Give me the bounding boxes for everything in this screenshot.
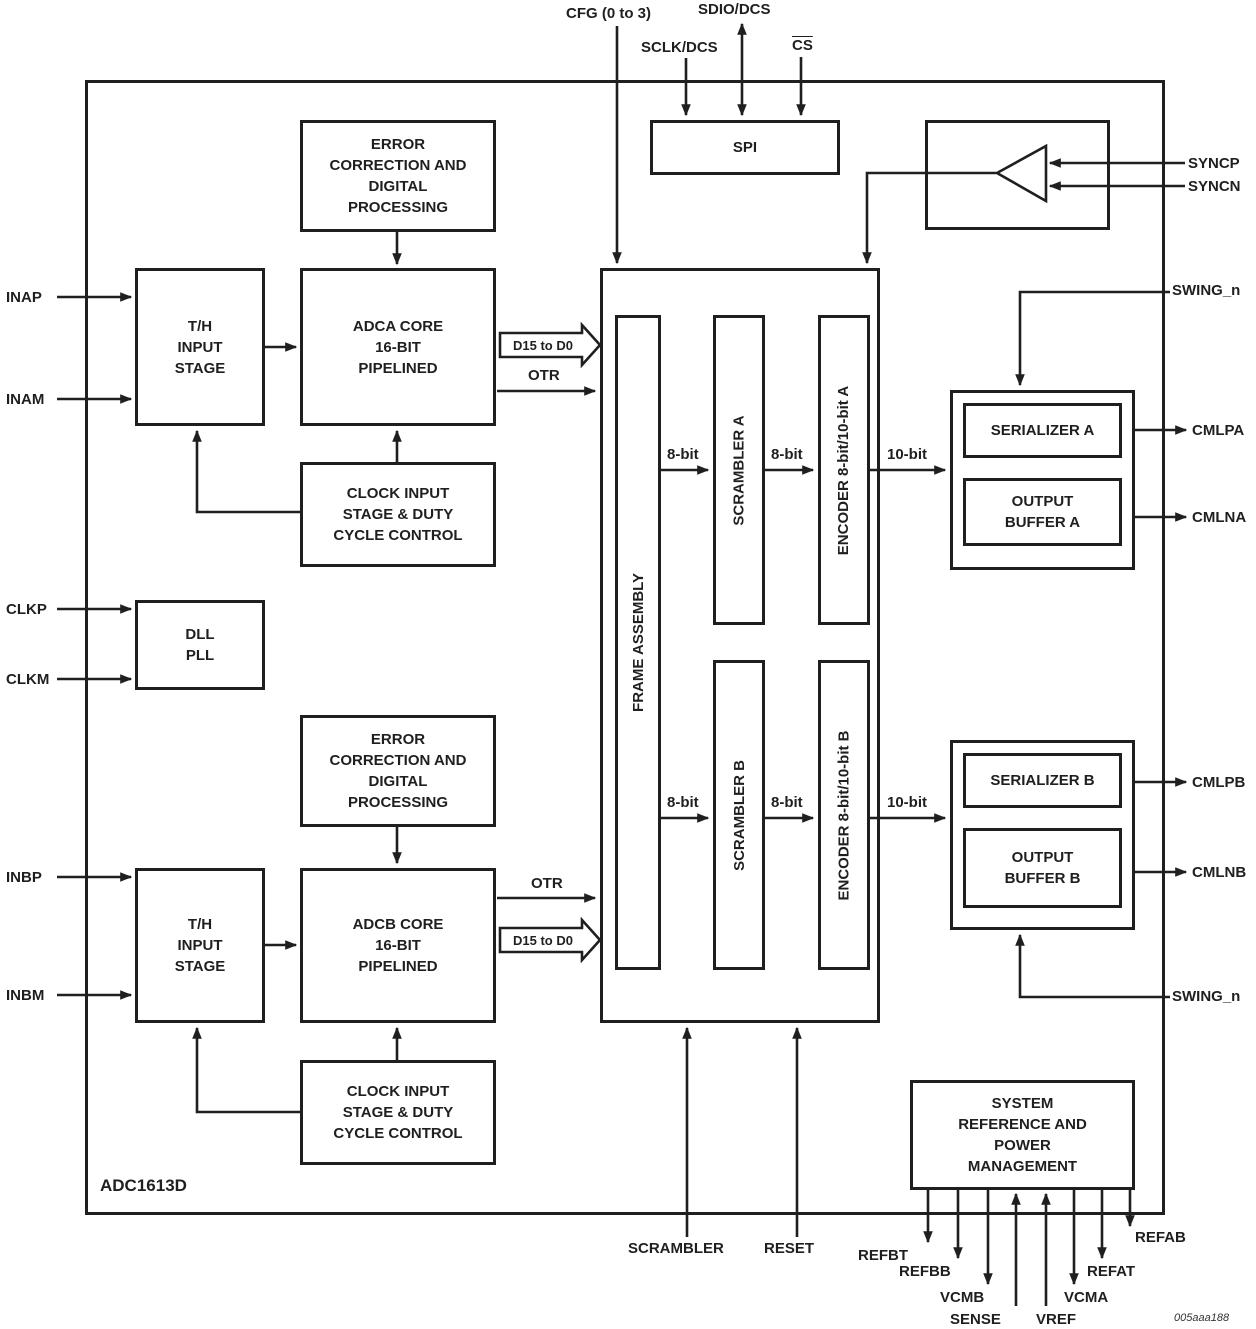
pin-label-cfg: CFG (0 to 3) xyxy=(566,5,651,22)
pin-label-inap: INAP xyxy=(6,289,42,306)
dll-pll-block: DLL PLL xyxy=(135,600,265,690)
bus-label-8bit-b2: 8-bit xyxy=(771,794,803,811)
pin-label-inam: INAM xyxy=(6,391,45,408)
chip-outline xyxy=(85,80,1165,1215)
bus-label-8bit-b1: 8-bit xyxy=(667,794,699,811)
th-input-stage-b-block: T/H INPUT STAGE xyxy=(135,868,265,1023)
scrambler-b-label: SCRAMBLER B xyxy=(730,759,748,871)
error-correction-b-block: ERROR CORRECTION AND DIGITAL PROCESSING xyxy=(300,715,496,827)
bus-label-d15-a: D15 to D0 xyxy=(513,338,573,353)
th-input-stage-a-block: T/H INPUT STAGE xyxy=(135,268,265,426)
pin-label-reset: RESET xyxy=(764,1240,815,1257)
bus-arrow-b xyxy=(498,916,602,964)
clock-input-a-block: CLOCK INPUT STAGE & DUTY CYCLE CONTROL xyxy=(300,462,496,567)
frame-assembly-block: FRAME ASSEMBLY xyxy=(615,315,661,970)
spi-block: SPI xyxy=(650,120,840,175)
bus-label-otr-a: OTR xyxy=(528,367,560,384)
encoder-a-block: ENCODER 8-bit/10-bit A xyxy=(818,315,870,625)
adca-core-block: ADCA CORE 16-BIT PIPELINED xyxy=(300,268,496,426)
sync-buffer-icon xyxy=(994,143,1048,204)
frame-assembly-outer-block xyxy=(600,268,880,1023)
pin-label-vref: VREF xyxy=(1036,1311,1077,1328)
serializer-b-outer-block xyxy=(950,740,1135,930)
pin-label-sdio-dcs: SDIO/DCS xyxy=(698,1,771,18)
frame-assembly-label: FRAME ASSEMBLY xyxy=(629,573,647,712)
pin-label-scrambler: SCRAMBLER xyxy=(628,1240,724,1257)
serializer-b-block: SERIALIZER B xyxy=(963,753,1122,808)
pin-label-syncp: SYNCP xyxy=(1188,155,1240,172)
output-buffer-a-block: OUTPUT BUFFER A xyxy=(963,478,1122,546)
pin-label-vcmb: VCMB xyxy=(940,1289,985,1306)
system-reference-block: SYSTEM REFERENCE AND POWER MANAGEMENT xyxy=(910,1080,1135,1190)
adcb-core-block: ADCB CORE 16-BIT PIPELINED xyxy=(300,868,496,1023)
pin-label-refbb: REFBB xyxy=(899,1263,951,1280)
pin-label-swing-b: SWING_n xyxy=(1172,988,1241,1005)
swing-wires xyxy=(1015,290,1170,999)
figure-watermark: 005aaa188 xyxy=(1174,1312,1230,1324)
error-correction-a-block: ERROR CORRECTION AND DIGITAL PROCESSING xyxy=(300,120,496,232)
clock-input-b-block: CLOCK INPUT STAGE & DUTY CYCLE CONTROL xyxy=(300,1060,496,1165)
pin-label-cmlna: CMLNA xyxy=(1192,509,1247,526)
chip-name-label: ADC1613D xyxy=(100,1176,187,1195)
pin-label-inbm: INBM xyxy=(6,987,45,1004)
pin-label-refbt: REFBT xyxy=(858,1247,908,1264)
scrambler-a-block: SCRAMBLER A xyxy=(713,315,765,625)
scrambler-a-label: SCRAMBLER A xyxy=(730,414,748,526)
bus-label-8bit-a2: 8-bit xyxy=(771,446,803,463)
bus-label-10bit-b: 10-bit xyxy=(887,794,928,811)
serializer-a-outer-block xyxy=(950,390,1135,570)
pin-label-refab: REFAB xyxy=(1135,1229,1186,1246)
pin-label-refat: REFAT xyxy=(1087,1263,1136,1280)
pin-label-cmlnb: CMLNB xyxy=(1192,864,1247,881)
cml-output-wires xyxy=(1135,425,1188,877)
sync-buffer-block xyxy=(925,120,1110,230)
bus-arrow-a xyxy=(498,321,602,369)
channel-b-wires xyxy=(192,827,602,1114)
cs-overline-text: CS xyxy=(792,37,813,54)
pin-label-clkp: CLKP xyxy=(6,601,47,618)
output-buffer-b-block: OUTPUT BUFFER B xyxy=(963,828,1122,908)
pin-label-syncn: SYNCN xyxy=(1188,178,1241,195)
bus-label-otr-b: OTR xyxy=(531,875,563,892)
encoder-b-block: ENCODER 8-bit/10-bit B xyxy=(818,660,870,970)
pin-label-sclk-dcs: SCLK/DCS xyxy=(641,39,718,56)
pin-label-inbp: INBP xyxy=(6,869,42,886)
pin-label-swing-a: SWING_n xyxy=(1172,282,1241,299)
channel-a-wires xyxy=(192,232,602,514)
pin-label-cmlpa: CMLPA xyxy=(1192,422,1245,439)
bus-label-8bit-a1: 8-bit xyxy=(667,446,699,463)
frame-internal-wires xyxy=(661,465,947,823)
bus-label-d15-b: D15 to D0 xyxy=(513,933,573,948)
scrambler-b-block: SCRAMBLER B xyxy=(713,660,765,970)
encoder-a-label: ENCODER 8-bit/10-bit A xyxy=(835,385,853,555)
pin-label-cs: CS xyxy=(792,37,813,54)
pin-label-clkm: CLKM xyxy=(6,671,50,688)
serializer-a-block: SERIALIZER A xyxy=(963,403,1122,458)
pin-label-vcma: VCMA xyxy=(1064,1289,1109,1306)
left-pin-wires xyxy=(57,292,133,1000)
bottom-pin-wires xyxy=(682,1026,802,1237)
encoder-b-label: ENCODER 8-bit/10-bit B xyxy=(835,729,853,901)
bus-label-10bit-a: 10-bit xyxy=(887,446,928,463)
pin-label-sense: SENSE xyxy=(950,1311,1001,1328)
top-pin-wires xyxy=(612,22,806,265)
pin-label-cmlpb: CMLPB xyxy=(1192,774,1246,791)
